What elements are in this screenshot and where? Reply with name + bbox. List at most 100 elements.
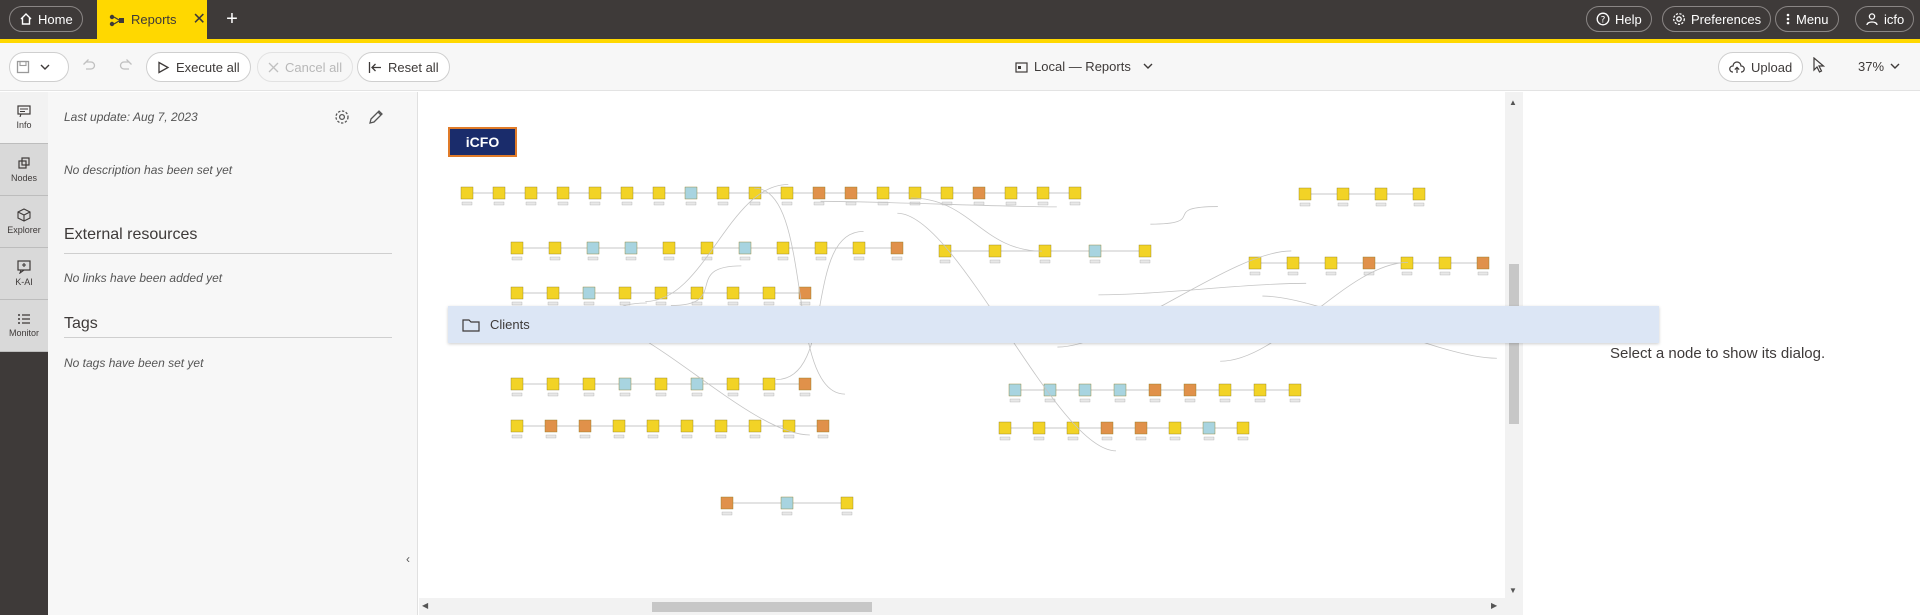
workflow-node[interactable] (510, 286, 524, 306)
workflow-node[interactable] (624, 241, 638, 261)
workflow-node[interactable] (1068, 186, 1082, 206)
workflow-node[interactable] (492, 186, 506, 206)
horizontal-scroll-thumb[interactable] (652, 602, 872, 612)
execute-all-button[interactable]: Execute all (146, 52, 251, 82)
workflow-node[interactable] (1288, 383, 1302, 403)
workflow-node[interactable] (1286, 256, 1300, 276)
pointer-icon[interactable] (1812, 57, 1826, 73)
workflow-node[interactable] (618, 286, 632, 306)
workflow-node[interactable] (510, 241, 524, 261)
workflow-node[interactable] (998, 421, 1012, 441)
horizontal-scrollbar[interactable]: ◀ ▶ (419, 598, 1505, 615)
workflow-node[interactable] (716, 186, 730, 206)
workflow-node[interactable] (548, 241, 562, 261)
workflow-node[interactable] (1218, 383, 1232, 403)
workflow-node[interactable] (876, 186, 890, 206)
workflow-node[interactable] (1100, 421, 1114, 441)
upload-button[interactable]: Upload (1718, 52, 1804, 82)
cancel-all-button[interactable]: Cancel all (257, 52, 354, 82)
preferences-button[interactable]: Preferences (1662, 6, 1772, 32)
workflow-node[interactable] (714, 419, 728, 439)
save-icon[interactable] (16, 60, 30, 74)
workflow-node[interactable] (1038, 244, 1052, 264)
workflow-node[interactable] (1088, 244, 1102, 264)
workflow-node[interactable] (620, 186, 634, 206)
workflow-node[interactable] (1374, 187, 1388, 207)
scroll-left-arrow-icon[interactable]: ◀ (422, 601, 429, 610)
workflow-node[interactable] (460, 186, 474, 206)
workflow-node[interactable] (582, 377, 596, 397)
workflow-node[interactable] (556, 186, 570, 206)
workflow-node[interactable] (812, 186, 826, 206)
component-clients[interactable]: Clients (448, 306, 1659, 343)
workflow-node[interactable] (618, 377, 632, 397)
workflow-node[interactable] (588, 186, 602, 206)
workflow-node[interactable] (938, 244, 952, 264)
workflow-node[interactable] (1134, 421, 1148, 441)
workflow-node[interactable] (524, 186, 538, 206)
workflow-node[interactable] (972, 186, 986, 206)
scroll-down-arrow-icon[interactable]: ▼ (1509, 586, 1517, 595)
workflow-node[interactable] (988, 244, 1002, 264)
workflow-node[interactable] (652, 186, 666, 206)
edit-pencil-icon[interactable] (368, 109, 384, 125)
workflow-node[interactable] (840, 496, 854, 516)
sidebar-item-monitor[interactable]: Monitor (0, 300, 48, 352)
workflow-node[interactable] (890, 241, 904, 261)
sidebar-item-explorer[interactable]: Explorer (0, 196, 48, 248)
workflow-node[interactable] (654, 286, 668, 306)
workflow-node[interactable] (1168, 421, 1182, 441)
sidebar-item-info[interactable]: Info (0, 92, 48, 144)
workflow-node[interactable] (908, 186, 922, 206)
workflow-node[interactable] (1036, 186, 1050, 206)
workflow-node[interactable] (776, 241, 790, 261)
workflow-node[interactable] (684, 186, 698, 206)
workflow-node[interactable] (1202, 421, 1216, 441)
workflow-node[interactable] (1148, 383, 1162, 403)
workflow-node[interactable] (940, 186, 954, 206)
workflow-node[interactable] (1253, 383, 1267, 403)
workflow-node[interactable] (1078, 383, 1092, 403)
scroll-up-arrow-icon[interactable]: ▲ (1509, 98, 1517, 107)
menu-button[interactable]: Menu (1775, 6, 1839, 32)
undo-icon[interactable] (82, 59, 96, 71)
workflow-node[interactable] (586, 241, 600, 261)
workflow-node[interactable] (748, 186, 762, 206)
workflow-node[interactable] (1400, 256, 1414, 276)
sidebar-item-kai[interactable]: K-AI (0, 248, 48, 300)
workflow-node[interactable] (582, 286, 596, 306)
workflow-node[interactable] (544, 419, 558, 439)
workflow-node[interactable] (662, 241, 676, 261)
workflow-node[interactable] (780, 496, 794, 516)
workflow-node[interactable] (1004, 186, 1018, 206)
workflow-node[interactable] (798, 377, 812, 397)
workflow-node[interactable] (1248, 256, 1262, 276)
workflow-node[interactable] (546, 286, 560, 306)
help-button[interactable]: ? Help (1586, 6, 1652, 32)
collapse-panel-chevron-icon[interactable]: ‹ (406, 552, 410, 566)
workflow-node[interactable] (654, 377, 668, 397)
save-split-button[interactable] (9, 52, 69, 82)
workflow-node[interactable] (726, 286, 740, 306)
workflow-node[interactable] (690, 286, 704, 306)
workflow-node[interactable] (578, 419, 592, 439)
workflow-node[interactable] (1032, 421, 1046, 441)
workflow-node[interactable] (612, 419, 626, 439)
workflow-canvas[interactable]: iCFO (419, 92, 1505, 615)
workflow-node[interactable] (720, 496, 734, 516)
vertical-scroll-thumb[interactable] (1509, 264, 1519, 424)
workflow-node[interactable] (1438, 256, 1452, 276)
vertical-scrollbar[interactable]: ▲ ▼ (1505, 92, 1523, 615)
workflow-node[interactable] (1362, 256, 1376, 276)
add-tab-button[interactable]: + (226, 7, 238, 30)
workflow-node[interactable] (738, 241, 752, 261)
workflow-node[interactable] (546, 377, 560, 397)
redo-icon[interactable] (119, 59, 133, 71)
workflow-node[interactable] (852, 241, 866, 261)
workflow-node[interactable] (1066, 421, 1080, 441)
workflow-node[interactable] (690, 377, 704, 397)
workflow-node[interactable] (1298, 187, 1312, 207)
workflow-node[interactable] (814, 241, 828, 261)
workflow-node[interactable] (780, 186, 794, 206)
workflow-node[interactable] (1476, 256, 1490, 276)
